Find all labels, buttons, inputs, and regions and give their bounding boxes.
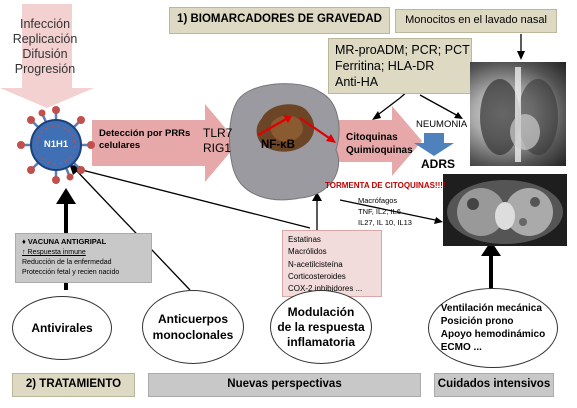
vaccine-title: ♦ VACUNA ANTIGRIPAL [22,237,107,246]
intensive-line: Posición prono [440,316,514,327]
modulation-connector [73,167,311,229]
arrowhead [454,112,463,119]
biomarker-item: MR-proADM; PCR; PCT [335,43,470,57]
biomarker-connector-3 [419,94,461,118]
antivirals-label: Antivirales [31,321,93,335]
process-line: Replicación [12,32,78,46]
adrs-arrow-shape [414,133,454,156]
drug-list: Estatinas Macrólidos N-acetilcisteína Co… [288,234,362,295]
biomarker-box: MR-proADM; PCR; PCT Ferritina; HLA-DR An… [328,38,472,94]
process-line: Infección [19,17,71,31]
virus-label: N1H1 [43,139,69,150]
nfkb-label: NF-κB [261,139,295,151]
virus-shape [17,106,95,184]
perspectives-label: Nuevas perspectivas [227,378,342,390]
cytokine-item: Quimioquinas [346,145,413,156]
biomarker-item: Ferritina; HLA-DR [335,59,435,73]
modulation-line: de la respuesta [277,319,365,334]
vaccine-item: Protección fetal y recien nacido [22,269,120,276]
drug-item: Estatinas [288,235,321,244]
storm-list: Macrófagos TNF, IL2, IL6 IL27, IL 10, IL… [358,195,412,228]
process-arrow-shape [0,4,94,108]
biomarker-item: Anti-HA [335,75,379,89]
arrowhead [70,166,79,175]
arrowhead [56,188,76,204]
process-line: Difusión [22,47,68,61]
biomarker-list: MR-proADM; PCR; PCT Ferritina; HLA-DR An… [335,42,470,90]
treatment-label: 2) TRATAMIENTO [25,378,122,390]
biomarker-title-box: 1) BIOMARCADORES DE GRAVEDAD [169,7,390,34]
intensive-line: Apoyo hemodinámico [440,329,546,340]
receptor-item: RIG1 [203,141,232,155]
intensive-line: ECMO ... [440,342,482,353]
vaccine-item: Reducción de la enfermedad [22,259,112,266]
treatment-footer: 2) TRATAMIENTO [12,373,135,397]
nasal-box: Monocitos en el lavado nasal [395,9,557,33]
storm-item: IL27, IL 10, IL13 [358,218,412,227]
detection-arrow-shape [92,104,238,182]
storm-title: TORMENTA DE CITOQUINAS!!!! [325,181,446,190]
antibodies-line: monoclonales [152,328,234,342]
intensive-line: Ventilación mecánica [440,303,542,314]
antibodies-ellipse: Anticuerpos monoclonales [142,290,244,364]
storm-item: TNF, IL2, IL6 [358,207,401,216]
xray-ribs [480,67,558,162]
drug-item: Corticosteroides [288,271,346,281]
modulation-ellipse: Modulación de la respuesta inflamatoria [270,290,372,364]
arrowhead [481,241,501,256]
vaccine-list: ↑ Respuesta inmune Reducción de la enfer… [22,248,119,278]
cytokine-list: Citoquinas Quimioquinas [346,131,413,157]
drug-box: Estatinas Macrólidos N-acetilcisteína Co… [282,230,382,297]
perspectives-footer: Nuevas perspectivas [148,373,421,397]
drug-item: N-acetilcisteína [288,259,343,269]
antibody-connector [73,167,191,291]
storm-item: Macrófagos [358,196,398,205]
storm-connector [339,199,441,222]
intensive-footer: Cuidados intensivos [434,373,554,397]
vaccine-box: ♦ VACUNA ANTIGRIPAL ↑ Respuesta inmune R… [15,233,152,283]
drug-item: Macrólidos [288,247,327,257]
cytokine-arrow-shape [336,106,422,176]
adrs-label: ADRS [421,157,456,171]
antivirals-ellipse: Antivirales [12,296,112,360]
modulation-line: Modulación [287,304,355,319]
cytokine-item: Citoquinas [346,132,398,143]
intensive-care-label: Cuidados intensivos [437,378,551,390]
antibodies-line: Anticuerpos [157,312,228,326]
modulation-line: inflamatoria [286,334,355,349]
receptor-list: TLR7 RIG1 [203,126,232,156]
process-line: Progresión [14,62,76,76]
antibodies-text: Anticuerpos monoclonales [153,311,234,343]
arrowhead [434,217,443,224]
vaccine-item: ↑ Respuesta inmune [22,249,86,256]
chest-ct-image [443,174,567,246]
ct-shapes [447,180,563,244]
chest-xray-image [470,62,566,166]
modulation-text: Modulación de la respuesta inflamatoria [277,305,364,350]
arrowhead [517,51,525,60]
arrowhead [312,192,322,201]
neumonia-label: NEUMONIA [416,119,468,130]
receptor-item: TLR7 [203,126,233,140]
intensive-ellipse: Ventilación mecánica Posición prono Apoy… [428,288,558,368]
biomarker-title: 1) BIOMARCADORES DE GRAVEDAD [177,13,382,25]
nasal-label: Monocitos en el lavado nasal [405,14,547,26]
arrowhead [372,111,381,120]
process-text: Infección Replicación Difusión Progresió… [2,17,88,77]
detection-label: Detección por PRRs celulares [99,128,191,151]
intensive-text: Ventilación mecánica Posición prono Apoy… [441,302,545,354]
drug-item: COX-2 inhibidores ... [288,284,363,294]
cell-shape [229,83,340,201]
